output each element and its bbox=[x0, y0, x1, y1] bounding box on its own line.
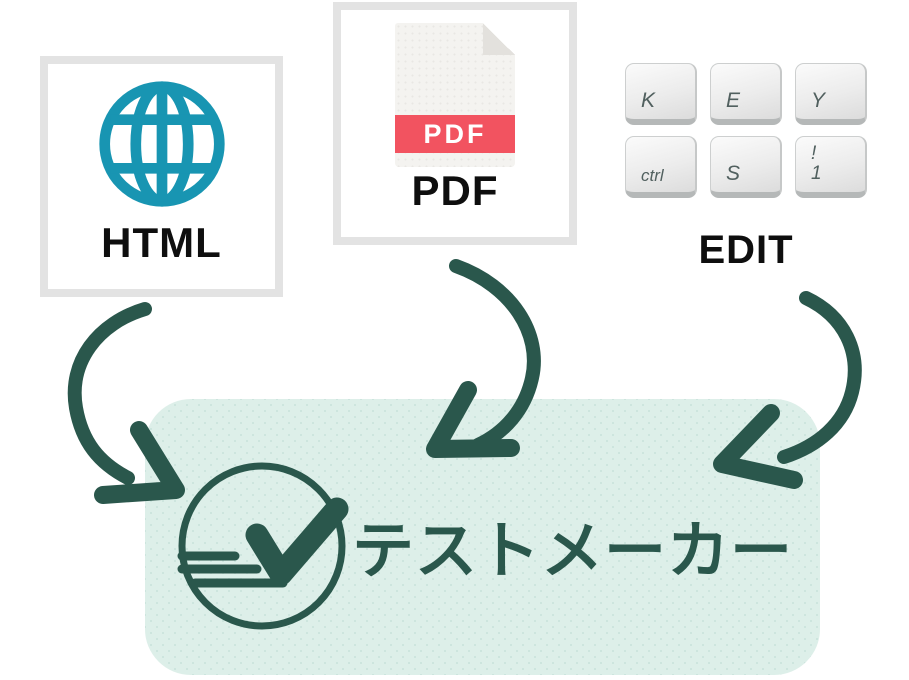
globe-icon bbox=[94, 76, 230, 217]
keycap-excl-1: ! 1 bbox=[795, 136, 867, 198]
keyboard-keys-icon: K E Y ctrl S ! 1 bbox=[625, 63, 867, 198]
brand-name: テストメーカー bbox=[352, 517, 794, 586]
keycap-y: Y bbox=[795, 63, 867, 125]
pdf-file-icon: PDF bbox=[395, 23, 515, 167]
edit-card-label: EDIT bbox=[698, 228, 794, 272]
pdf-badge: PDF bbox=[395, 115, 515, 153]
keycap-ctrl: ctrl bbox=[625, 136, 697, 198]
html-source-card: HTML bbox=[40, 56, 283, 297]
keycap-s: S bbox=[710, 136, 782, 198]
pdf-card-label: PDF bbox=[411, 167, 499, 214]
html-card-label: HTML bbox=[101, 219, 222, 266]
pdf-source-card: PDF PDF bbox=[333, 2, 577, 245]
edit-source-group: K E Y ctrl S ! 1 EDIT bbox=[625, 63, 867, 283]
keycap-e: E bbox=[710, 63, 782, 125]
keycap-k: K bbox=[625, 63, 697, 125]
page-fold-corner bbox=[483, 23, 515, 55]
